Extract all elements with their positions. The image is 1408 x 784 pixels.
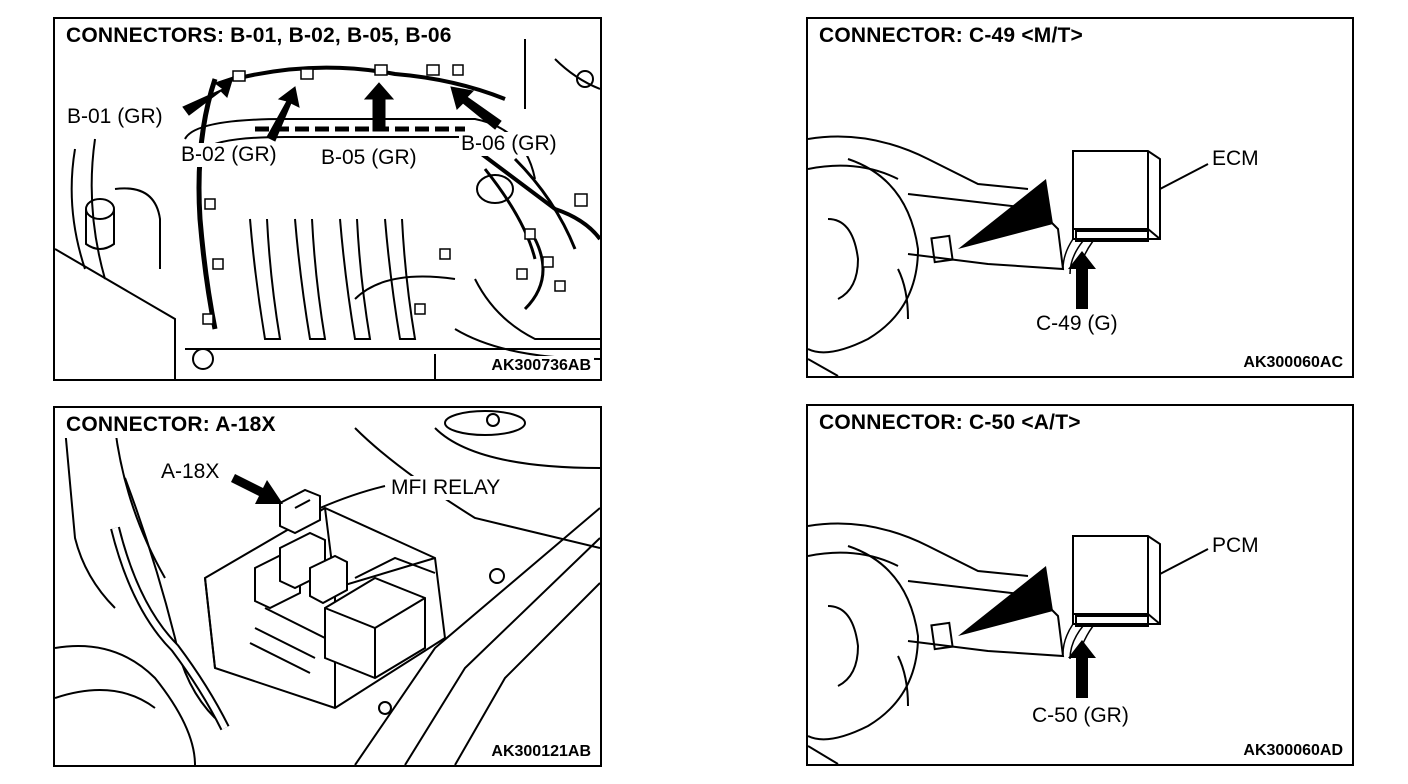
label-c49: C-49 (G) <box>1036 312 1118 335</box>
panel-title: CONNECTOR: C-50 <A/T> <box>816 410 1084 436</box>
relay-box-illustration <box>55 410 600 765</box>
panel-c50: CONNECTOR: C-50 <A/T> PCM C-50 (GR) AK30… <box>806 404 1354 766</box>
figure-code: AK300060AC <box>1240 353 1346 373</box>
label-b01: B-01 (GR) <box>65 105 165 129</box>
label-pcm: PCM <box>1212 534 1259 557</box>
figure-code: AK300121AB <box>488 742 594 762</box>
label-b02: B-02 (GR) <box>179 143 279 167</box>
panel-c49: CONNECTOR: C-49 <M/T> ECM C-49 (G) AK300… <box>806 17 1354 378</box>
label-a18x: A-18X <box>161 460 220 483</box>
engine-bay-illustration <box>55 39 600 379</box>
panel-b-connectors: CONNECTORS: B-01, B-02, B-05, B-06 B-01 … <box>53 17 602 381</box>
ecm-location-illustration <box>808 135 1209 376</box>
label-mfi-relay: MFI RELAY <box>389 476 503 500</box>
panel-title: CONNECTORS: B-01, B-02, B-05, B-06 <box>63 23 455 49</box>
panel-title: CONNECTOR: C-49 <M/T> <box>816 23 1087 49</box>
label-b05: B-05 (GR) <box>319 146 419 170</box>
panel-title: CONNECTOR: A-18X <box>63 412 279 438</box>
figure-code: AK300736AB <box>488 356 594 376</box>
panel-a18x: CONNECTOR: A-18X A-18X MFI RELAY AK30012… <box>53 406 602 767</box>
figure-code: AK300060AD <box>1240 741 1346 761</box>
label-c50: C-50 (GR) <box>1032 704 1129 727</box>
label-b06: B-06 (GR) <box>459 132 559 156</box>
label-ecm: ECM <box>1212 147 1259 170</box>
pcm-location-illustration <box>808 522 1209 764</box>
